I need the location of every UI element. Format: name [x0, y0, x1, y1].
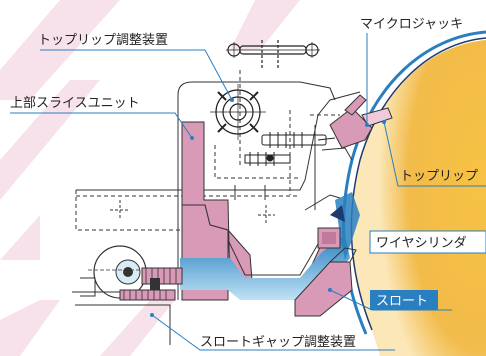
- leader-dots: [150, 98, 386, 317]
- label-wire-cylinder: ワイヤシリンダ: [376, 236, 467, 251]
- label-upper-slice-unit: 上部スライスユニット: [10, 96, 140, 111]
- throat-gap-adjuster-mechanism: [72, 245, 183, 301]
- label-top-lip-adjuster: トップリップ調整装置: [38, 33, 168, 48]
- leader-lines: [10, 33, 486, 351]
- top-lip-adjuster-wheel: [210, 84, 266, 140]
- top-linkage: [226, 40, 320, 68]
- stock-flow-channel: [180, 192, 360, 300]
- label-throat-gap-adjuster: スロートギャップ調整装置: [200, 335, 356, 350]
- label-bg-throat: [370, 290, 438, 310]
- label-top-lip: トップリップ: [400, 169, 478, 184]
- label-bg-wire-cylinder: [369, 230, 486, 254]
- top-lip-part: [321, 94, 393, 161]
- jack-rod-assembly: [244, 132, 336, 166]
- label-micro-jack: マイクロジャッキ: [360, 17, 463, 32]
- throat-lower-block: [294, 227, 357, 317]
- label-throat: スロート: [376, 294, 428, 309]
